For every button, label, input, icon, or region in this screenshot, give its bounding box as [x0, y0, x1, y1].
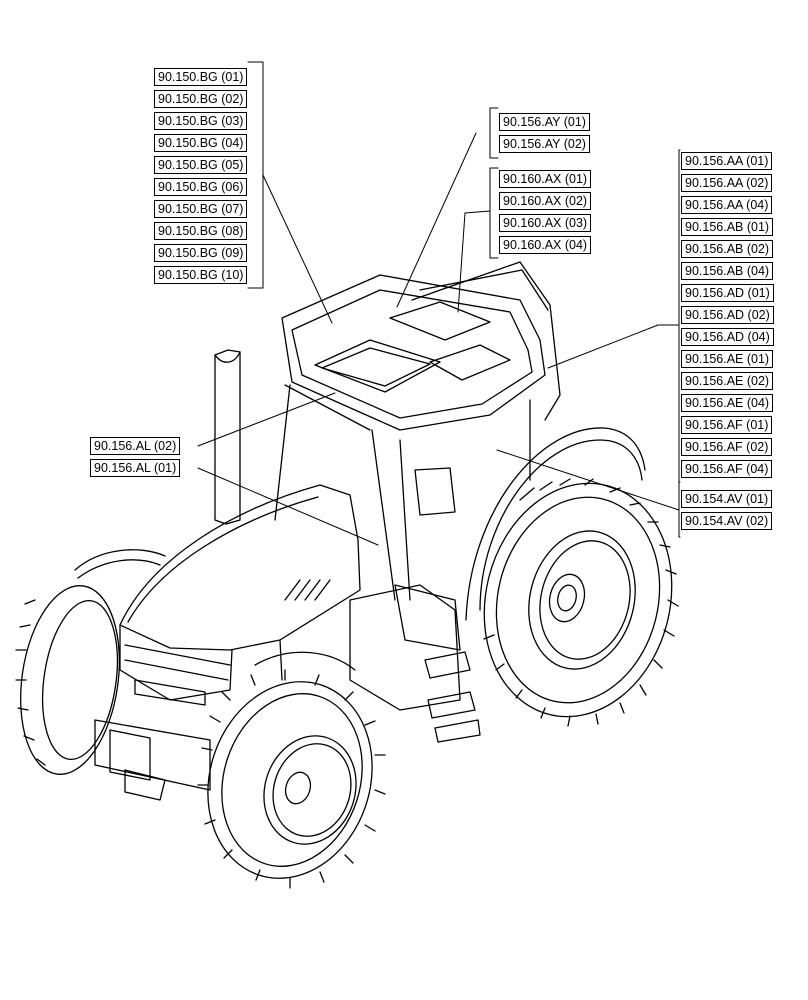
rear-wheel	[483, 478, 679, 727]
callout-label[interactable]: 90.156.AD (02)	[681, 306, 774, 324]
callout-label[interactable]: 90.150.BG (08)	[154, 222, 248, 240]
leader-lines	[197, 132, 680, 546]
callout-label[interactable]: 90.156.AY (02)	[499, 135, 590, 153]
callout-label[interactable]: 90.160.AX (01)	[499, 170, 592, 188]
callout-label[interactable]: 90.156.AA (01)	[681, 152, 773, 170]
cab	[274, 261, 561, 651]
callout-label[interactable]: 90.160.AX (03)	[499, 214, 592, 232]
callout-label[interactable]: 90.156.AY (01)	[499, 113, 590, 131]
callout-label[interactable]: 90.156.AF (01)	[681, 416, 773, 434]
callout-label[interactable]: 90.150.BG (06)	[154, 178, 248, 196]
rear-fender	[465, 427, 646, 621]
callout-label[interactable]: 90.160.AX (04)	[499, 236, 592, 254]
callout-label[interactable]: 90.156.AB (02)	[681, 240, 774, 258]
callout-label[interactable]: 90.156.AB (04)	[681, 262, 774, 280]
callout-label[interactable]: 90.156.AF (02)	[681, 438, 773, 456]
callout-label[interactable]: 90.150.BG (02)	[154, 90, 248, 108]
callout-label[interactable]: 90.156.AL (02)	[90, 437, 181, 455]
callout-label[interactable]: 90.156.AF (04)	[681, 460, 773, 478]
callout-label[interactable]: 90.150.BG (09)	[154, 244, 248, 262]
callout-label[interactable]: 90.156.AL (01)	[90, 459, 181, 477]
callout-label[interactable]: 90.150.BG (04)	[154, 134, 248, 152]
callout-label[interactable]: 90.156.AA (04)	[681, 196, 773, 214]
front-fender	[74, 549, 356, 671]
callout-label[interactable]: 90.156.AE (01)	[681, 350, 774, 368]
callout-label[interactable]: 90.150.BG (05)	[154, 156, 248, 174]
exhaust-stack	[214, 349, 241, 525]
front-hitch	[94, 719, 211, 801]
callout-label[interactable]: 90.150.BG (10)	[154, 266, 248, 284]
steps-and-tank	[349, 584, 481, 743]
callout-label[interactable]: 90.160.AX (02)	[499, 192, 592, 210]
label-brackets	[247, 61, 681, 538]
callout-label[interactable]: 90.156.AA (02)	[681, 174, 773, 192]
callout-label[interactable]: 90.150.BG (01)	[154, 68, 248, 86]
callout-label[interactable]: 90.154.AV (01)	[681, 490, 773, 508]
callout-label[interactable]: 90.150.BG (07)	[154, 200, 248, 218]
front-wheel-left	[15, 585, 120, 775]
engine-hood	[119, 484, 361, 706]
callout-label[interactable]: 90.154.AV (02)	[681, 512, 773, 530]
front-wheel-right	[197, 669, 386, 889]
callout-label[interactable]: 90.156.AD (01)	[681, 284, 774, 302]
callout-label[interactable]: 90.150.BG (03)	[154, 112, 248, 130]
callout-label[interactable]: 90.156.AE (04)	[681, 394, 774, 412]
callout-label[interactable]: 90.156.AE (02)	[681, 372, 774, 390]
callout-label[interactable]: 90.156.AB (01)	[681, 218, 774, 236]
callout-label[interactable]: 90.156.AD (04)	[681, 328, 774, 346]
